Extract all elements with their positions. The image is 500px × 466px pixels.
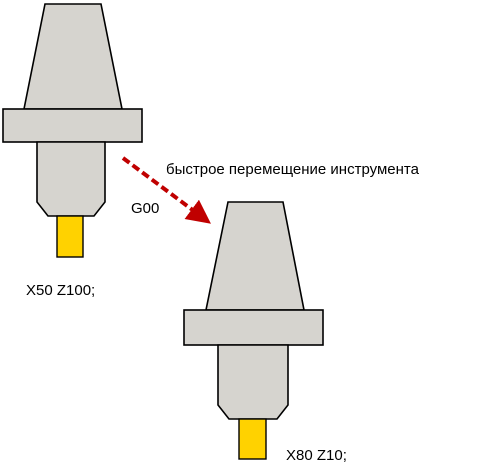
motion-description-label: быстрое перемещение инструмента	[166, 161, 420, 178]
tool-start-shank	[36, 141, 106, 217]
tool-end-cutting-bit	[238, 418, 267, 460]
tool-end-shank	[217, 344, 289, 420]
tool-end-flange	[183, 309, 324, 346]
tool-start-position	[2, 3, 143, 258]
tool-end-position	[183, 201, 324, 460]
rapid-move-arrow	[121, 156, 211, 224]
g-code-command-label: G00	[131, 200, 159, 217]
tool-end-taper	[205, 201, 305, 311]
end-coordinates-label: X80 Z10;	[286, 447, 347, 464]
start-coordinates-label: X50 Z100;	[26, 282, 95, 299]
tool-start-flange	[2, 108, 143, 143]
tool-start-cutting-bit	[56, 215, 84, 258]
tool-start-taper	[23, 3, 123, 110]
